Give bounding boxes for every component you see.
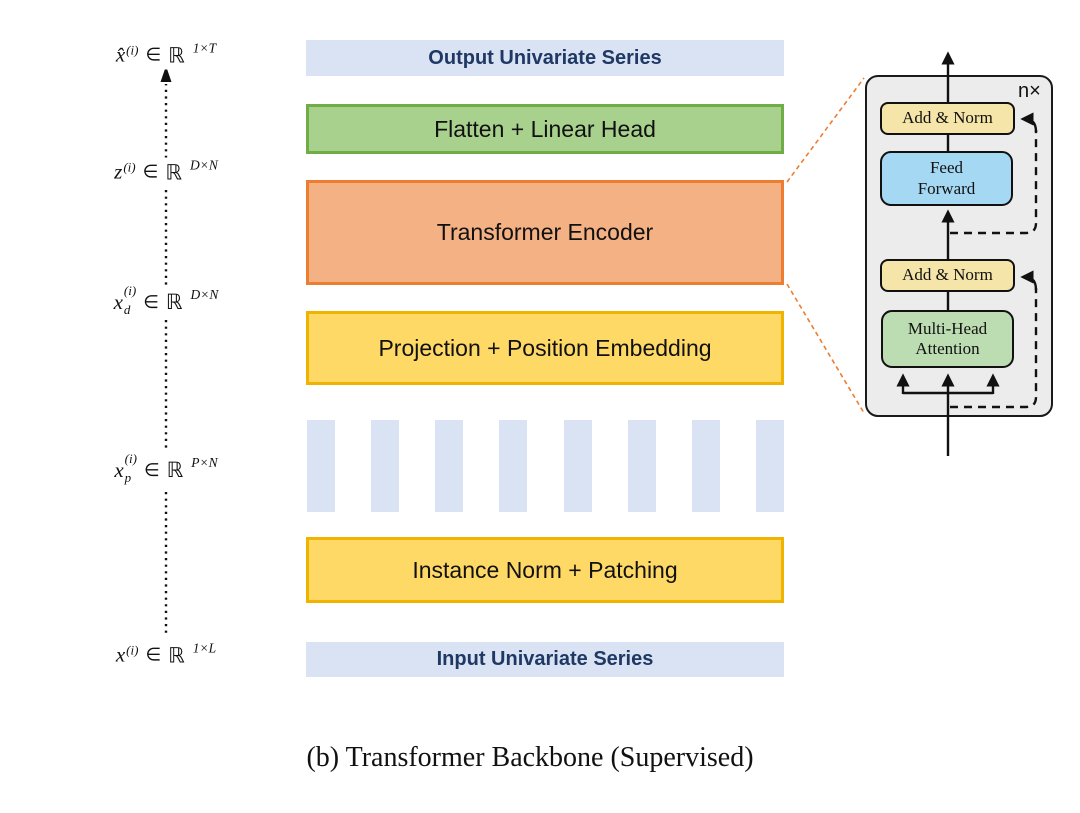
math-variable: x(i)p	[114, 451, 137, 485]
input-series-band: Input Univariate Series	[306, 642, 784, 677]
math-variable: x(i)d	[113, 283, 137, 317]
add-norm-bottom-box: Add & Norm	[880, 259, 1015, 292]
add-norm-top-box: Add & Norm	[880, 102, 1015, 135]
projection-embedding-box: Projection + Position Embedding	[306, 311, 784, 385]
repeat-n-times-label: n×	[1018, 80, 1041, 102]
math-variable: x̂(i)	[115, 42, 139, 67]
real-set-symbol: ℝ	[165, 160, 182, 184]
real-set-symbol: ℝ	[165, 290, 183, 314]
zoom-connector-lines	[786, 77, 865, 414]
dims-exponent: P×N	[191, 455, 218, 470]
figure-caption: (b) Transformer Backbone (Supervised)	[306, 742, 754, 773]
math-variable: x(i)	[115, 642, 139, 667]
element-of-symbol: ∈	[143, 291, 159, 313]
dims-exponent: 1×L	[192, 640, 217, 655]
real-set-symbol: ℝ	[168, 643, 185, 667]
output-series-label: Output Univariate Series	[428, 46, 662, 69]
real-set-symbol: ℝ	[166, 458, 184, 482]
flatten-linear-head-label: Flatten + Linear Head	[434, 115, 656, 142]
tensor-label-output: x̂(i) ∈ ℝ 1×T	[111, 40, 221, 70]
element-of-symbol: ∈	[142, 161, 159, 183]
input-series-label: Input Univariate Series	[436, 648, 654, 670]
instance-norm-patching-label: Instance Norm + Patching	[412, 556, 678, 583]
patch-bar	[691, 420, 720, 512]
projection-embedding-label: Projection + Position Embedding	[378, 334, 712, 361]
multi-head-attention-box: Multi-Head Attention	[881, 310, 1014, 368]
tensor-label-xd: x(i)d ∈ ℝ D×N	[109, 283, 223, 317]
patch-bar	[627, 420, 656, 512]
patch-bar	[755, 420, 784, 512]
element-of-symbol: ∈	[143, 459, 160, 481]
real-set-symbol: ℝ	[168, 43, 185, 67]
patch-bar	[563, 420, 592, 512]
transformer-encoder-label: Transformer Encoder	[436, 219, 654, 245]
element-of-symbol: ∈	[145, 44, 162, 66]
math-variable: z(i)	[114, 159, 136, 184]
dims-exponent: D×N	[190, 287, 219, 302]
transformer-encoder-box: Transformer Encoder	[306, 180, 784, 285]
element-of-symbol: ∈	[145, 644, 162, 666]
flatten-linear-head-box: Flatten + Linear Head	[306, 104, 784, 154]
output-series-band: Output Univariate Series	[306, 40, 784, 76]
patch-bar	[499, 420, 528, 512]
tensor-label-xp: x(i)p ∈ ℝ P×N	[110, 451, 222, 485]
dims-exponent: 1×T	[192, 40, 217, 55]
instance-norm-patching-box: Instance Norm + Patching	[306, 537, 784, 603]
patch-bar	[435, 420, 464, 512]
patch-row	[307, 420, 784, 512]
feed-forward-box: Feed Forward	[880, 151, 1013, 206]
dims-exponent: D×N	[189, 157, 218, 172]
patch-bar	[307, 420, 335, 512]
tensor-label-input: x(i) ∈ ℝ 1×L	[111, 640, 221, 670]
patch-bar	[371, 420, 400, 512]
tensor-label-z: z(i) ∈ ℝ D×N	[110, 157, 222, 187]
